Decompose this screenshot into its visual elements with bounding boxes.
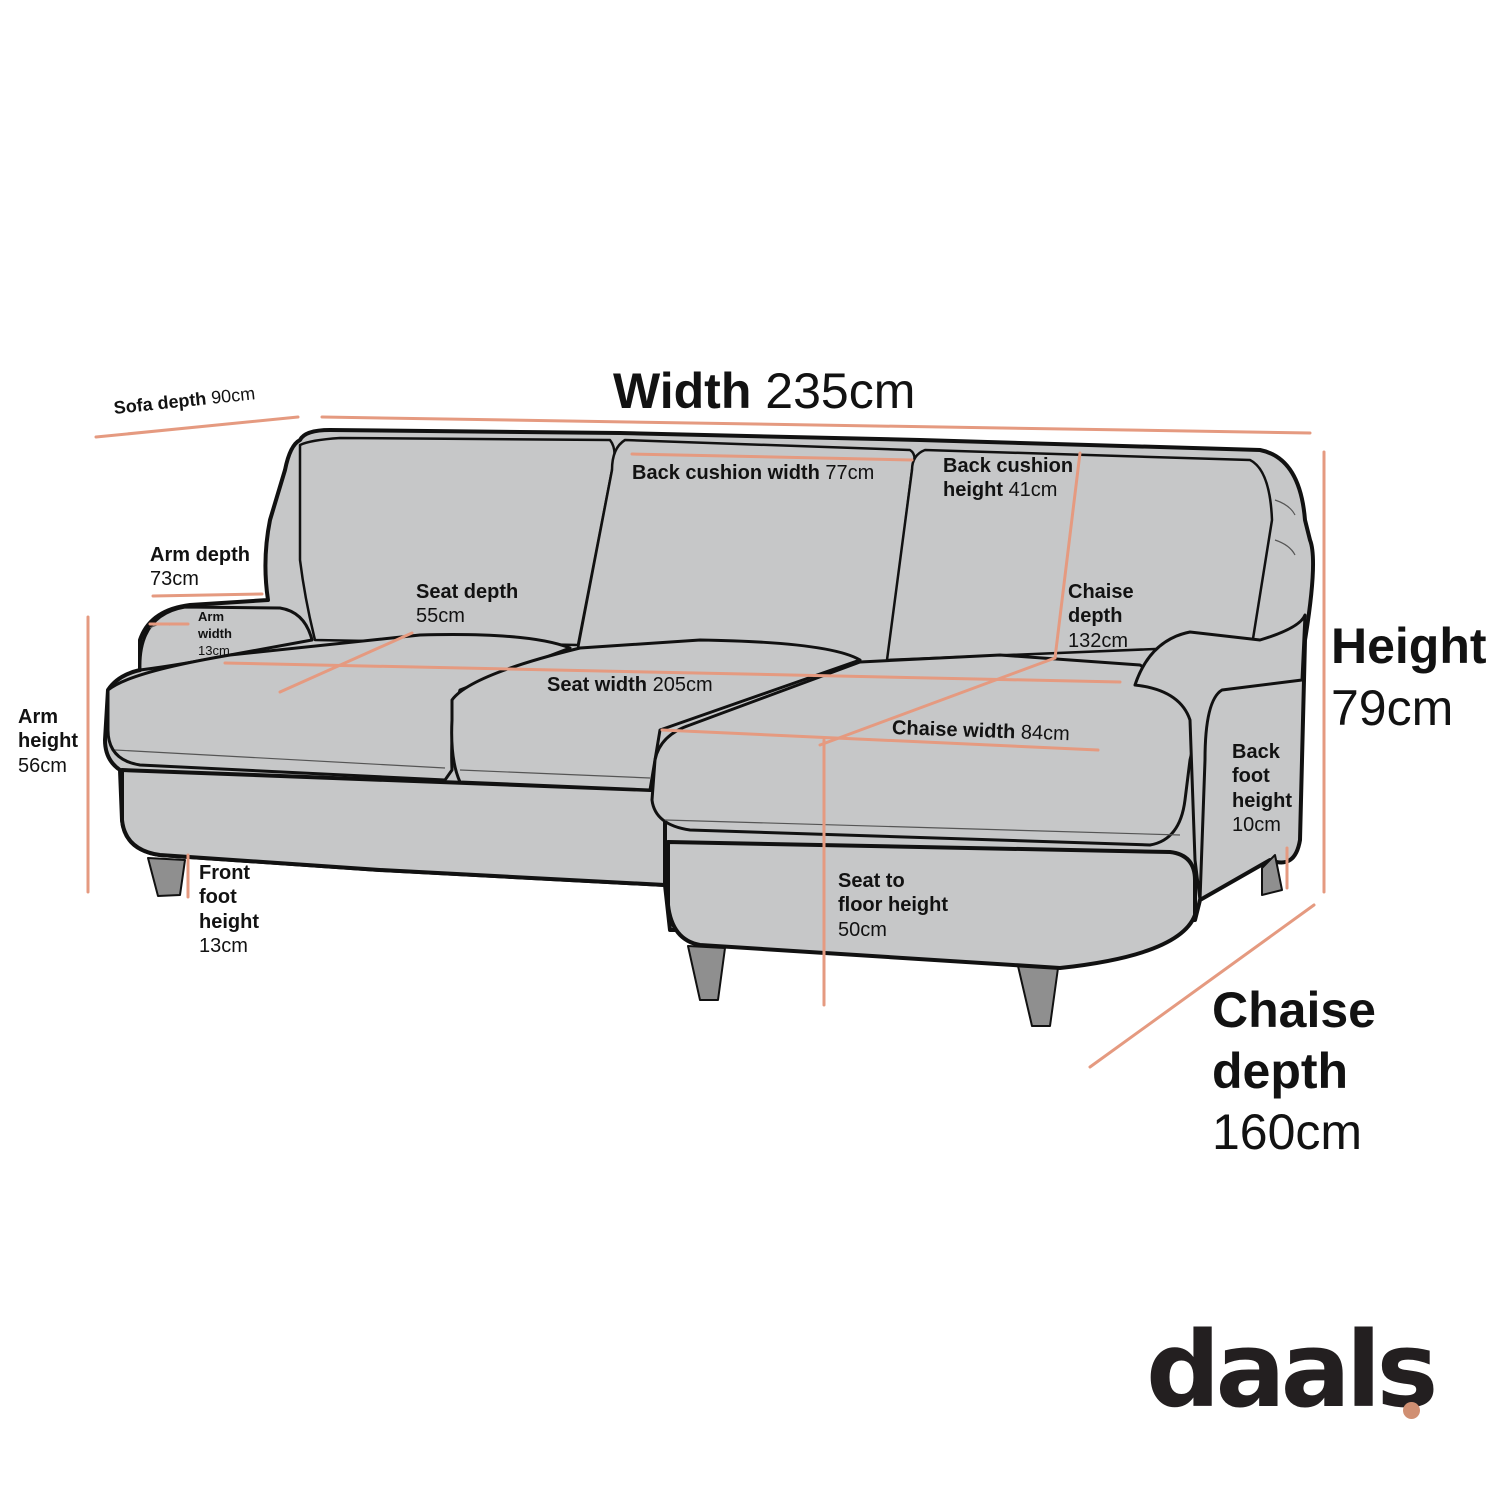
right-arm [1133,613,1307,902]
back-cushion-height-line [1053,451,1082,660]
logo-dot [1403,1402,1420,1419]
sofa-depth-line [94,415,300,439]
back-foot-height-label: Back foot height 10cm [1232,741,1292,837]
logo-wordmark: daals [1146,1309,1438,1431]
seat-width-line [223,661,1122,684]
chaise-depth-inner-line [818,656,1057,747]
seat-to-floor-height-label: Seat to floor height 50cm [838,870,948,941]
seat-depth-label: Seat depth 55cm [416,581,519,628]
width-label: Width 235cm [613,363,916,419]
arm-depth-line [151,592,264,598]
width-line [320,415,1312,435]
front-left-leg [147,857,186,897]
dimension-lines [86,415,1326,1069]
seat-cushion-middle [450,638,862,792]
back-cushion-width-label: Back cushion width 77cm [632,462,875,484]
back-cushion-height-label: Back cushion height 41cm [943,455,1074,502]
height-label: Height 79cm [1331,618,1487,736]
arm-width-label: Arm width 13cm [198,609,232,658]
chaise-depth-inner-label: Chaise depth 132cm [1068,581,1134,652]
seat-cushion-left [106,633,572,782]
back-cushion-right [885,448,1274,662]
chaise-depth-total-label: Chaise depth 160cm [1212,982,1376,1160]
chaise-base [666,840,1197,970]
back-right-leg [1261,854,1283,896]
chaise-right-leg [1017,965,1059,1027]
daals-logo: daals [1146,1318,1438,1422]
chaise-front-leg [687,945,726,1001]
chaise-depth-total-line [1088,903,1316,1069]
seat-depth-line [278,631,414,694]
seat-width-label: Seat width 205cm [547,674,713,696]
main-sofa-base [120,768,667,887]
chaise-width-line [660,728,1100,752]
front-foot-height-label: Front foot height 13cm [199,862,259,958]
back-cushion-width-line [630,452,914,462]
arm-height-label: Arm height 56cm [18,706,78,777]
arm-depth-label: Arm depth 73cm [150,544,250,591]
